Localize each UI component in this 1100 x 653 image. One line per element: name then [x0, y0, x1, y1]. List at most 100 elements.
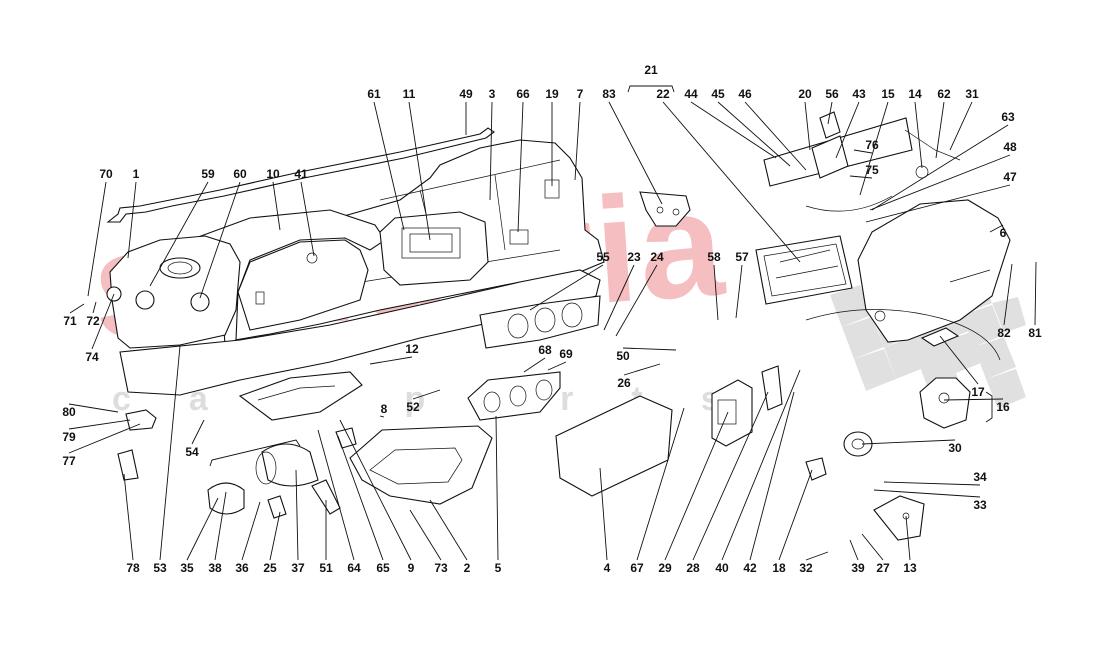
leader-9	[339, 419, 412, 561]
callout-22: 22	[656, 87, 670, 101]
leader-41	[300, 181, 315, 257]
leader-16	[943, 398, 1004, 401]
small-parts-left	[117, 409, 357, 519]
callout-52: 52	[406, 400, 420, 414]
leader-60	[199, 181, 241, 299]
left-control-pod	[106, 235, 241, 349]
callout-21: 21	[644, 63, 658, 77]
leader-70	[87, 181, 107, 297]
leader-61	[373, 101, 405, 231]
callout-39: 39	[851, 561, 865, 575]
callout-9: 9	[407, 561, 415, 575]
callout-41: 41	[294, 167, 308, 181]
callout-66: 66	[516, 87, 530, 101]
leader-1	[127, 181, 137, 259]
callout-81: 81	[1028, 326, 1042, 340]
callout-35: 35	[180, 561, 194, 575]
leader-71	[69, 303, 85, 314]
callout-23: 23	[627, 250, 641, 264]
callout-2: 2	[463, 561, 471, 575]
callout-74: 74	[85, 350, 99, 364]
callout-4: 4	[603, 561, 611, 575]
callout-51: 51	[319, 561, 333, 575]
callout-82: 82	[997, 326, 1011, 340]
leader-48	[869, 154, 1011, 211]
leader-44	[690, 101, 777, 159]
leader-34	[883, 481, 981, 486]
leader-18	[778, 469, 813, 561]
bracket-83	[639, 191, 691, 227]
glovebox-lid	[555, 395, 673, 497]
callout-56: 56	[825, 87, 839, 101]
leader-65	[337, 435, 384, 561]
mirror-panel	[755, 235, 853, 305]
callout-64: 64	[347, 561, 361, 575]
callout-11: 11	[402, 87, 416, 101]
brace-53	[209, 439, 301, 467]
leader-8	[379, 415, 385, 418]
leader-32	[805, 551, 829, 561]
callout-53: 53	[153, 561, 167, 575]
leader-25	[269, 511, 281, 561]
leader-59	[149, 181, 209, 287]
callout-30: 30	[948, 441, 962, 455]
callout-12: 12	[405, 342, 419, 356]
callout-58: 58	[707, 250, 721, 264]
leader-2	[429, 499, 468, 561]
callout-3: 3	[488, 87, 496, 101]
leader-31	[949, 101, 973, 151]
callout-76: 76	[865, 138, 879, 152]
callout-6: 6	[999, 226, 1007, 240]
center-cluster	[379, 211, 489, 286]
leader-3	[489, 101, 493, 201]
switch-30	[805, 431, 873, 481]
leader-42	[749, 391, 795, 561]
leader-75	[849, 175, 873, 179]
callout-57: 57	[735, 250, 749, 264]
leader-26	[623, 363, 661, 376]
leader-66	[517, 101, 524, 233]
leader-43	[835, 101, 860, 159]
callout-15: 15	[881, 87, 895, 101]
right-side-trim	[805, 199, 1011, 361]
callout-34: 34	[973, 470, 987, 484]
callout-13: 13	[903, 561, 917, 575]
leader-79	[68, 419, 131, 430]
callout-10: 10	[266, 167, 280, 181]
callout-1: 1	[132, 167, 140, 181]
callout-31: 31	[965, 87, 979, 101]
callout-7: 7	[576, 87, 584, 101]
callout-29: 29	[658, 561, 672, 575]
leader-62	[935, 101, 945, 159]
leader-76	[853, 149, 873, 154]
leader-55	[529, 264, 604, 311]
callout-80: 80	[62, 405, 76, 419]
callout-68: 68	[538, 343, 552, 357]
leader-20	[804, 101, 811, 151]
leader-13	[905, 515, 911, 561]
callout-79: 79	[62, 430, 76, 444]
callout-20: 20	[798, 87, 812, 101]
callout-40: 40	[715, 561, 729, 575]
callout-16: 16	[996, 400, 1010, 414]
leader-53	[159, 345, 181, 561]
brace-16	[985, 391, 993, 423]
leader-11	[408, 101, 431, 241]
callout-48: 48	[1003, 140, 1017, 154]
leader-78	[123, 473, 134, 561]
leader-47	[865, 184, 1011, 223]
callout-5: 5	[494, 561, 502, 575]
leader-56	[827, 101, 833, 125]
console-bezel	[349, 425, 493, 505]
leader-12	[369, 356, 413, 365]
callout-73: 73	[434, 561, 448, 575]
leader-29	[664, 411, 729, 561]
leader-22	[662, 101, 801, 263]
leader-80	[68, 403, 119, 413]
callout-18: 18	[772, 561, 786, 575]
callout-43: 43	[852, 87, 866, 101]
leader-68	[523, 357, 546, 373]
leader-7	[574, 101, 581, 181]
callout-75: 75	[865, 163, 879, 177]
